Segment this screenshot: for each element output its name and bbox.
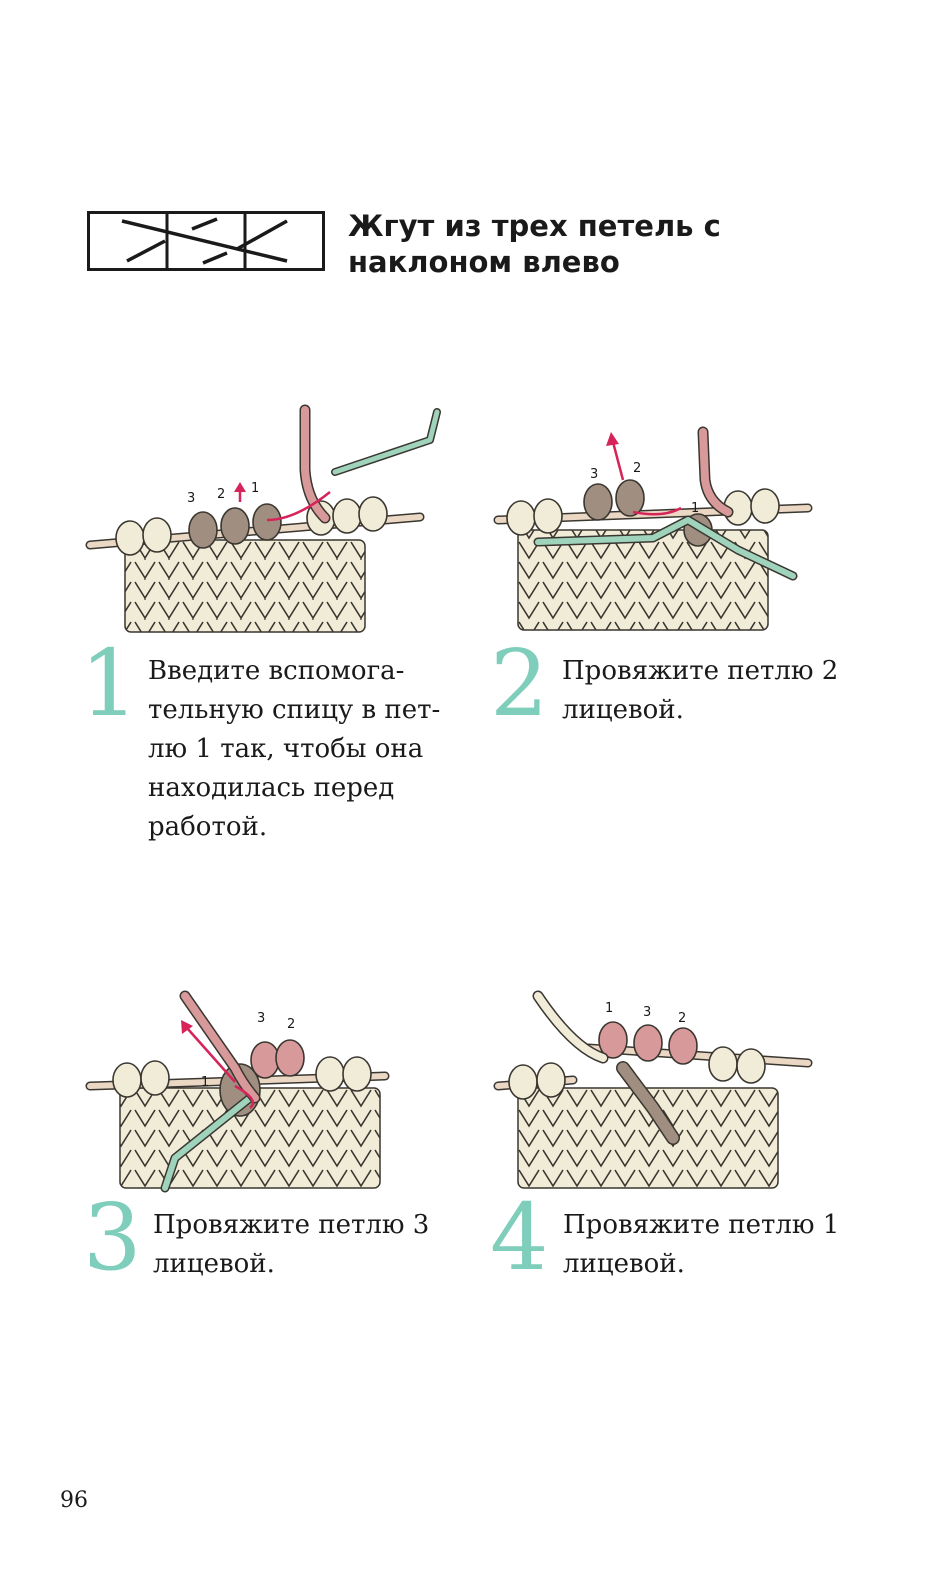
step-instruction: Провяжите петлю 3 лицевой. bbox=[153, 1210, 430, 1279]
loop-label: 1 bbox=[605, 1001, 613, 1016]
loop-label: 1 bbox=[251, 481, 259, 496]
cable-chart-symbol bbox=[87, 211, 325, 271]
step-2-illustration: 3 2 1 bbox=[493, 426, 813, 631]
step-number: 2 bbox=[490, 630, 549, 737]
step-instruction: Провяжите петлю 2 лицевой. bbox=[562, 656, 839, 725]
loop-label: 1 bbox=[201, 1075, 209, 1090]
step-1-illustration: 3 2 1 bbox=[85, 404, 441, 633]
page-number: 96 bbox=[60, 1488, 88, 1513]
step-3-illustration: 3 2 1 bbox=[85, 990, 390, 1193]
page-title: Жгут из трех петель с наклоном влево bbox=[348, 209, 721, 279]
step-instruction: Провяжите петлю 1 лицевой. bbox=[563, 1210, 840, 1279]
loop-label: 3 bbox=[590, 467, 598, 482]
step-number: 4 bbox=[490, 1184, 549, 1291]
loop-label: 2 bbox=[633, 461, 641, 476]
loop-label: 2 bbox=[678, 1011, 686, 1026]
step-number: 1 bbox=[80, 630, 139, 737]
step-instruction: Введите вспомога- тельную спицу в пет- л… bbox=[148, 656, 441, 842]
loop-label: 3 bbox=[257, 1011, 265, 1026]
loop-label: 2 bbox=[217, 487, 225, 502]
loop-label: 2 bbox=[287, 1017, 295, 1032]
step-4-illustration: 1 3 2 bbox=[493, 990, 813, 1189]
loop-label: 3 bbox=[187, 491, 195, 506]
loop-label: 1 bbox=[691, 501, 699, 516]
step-number: 3 bbox=[83, 1184, 142, 1291]
loop-label: 3 bbox=[643, 1005, 651, 1020]
